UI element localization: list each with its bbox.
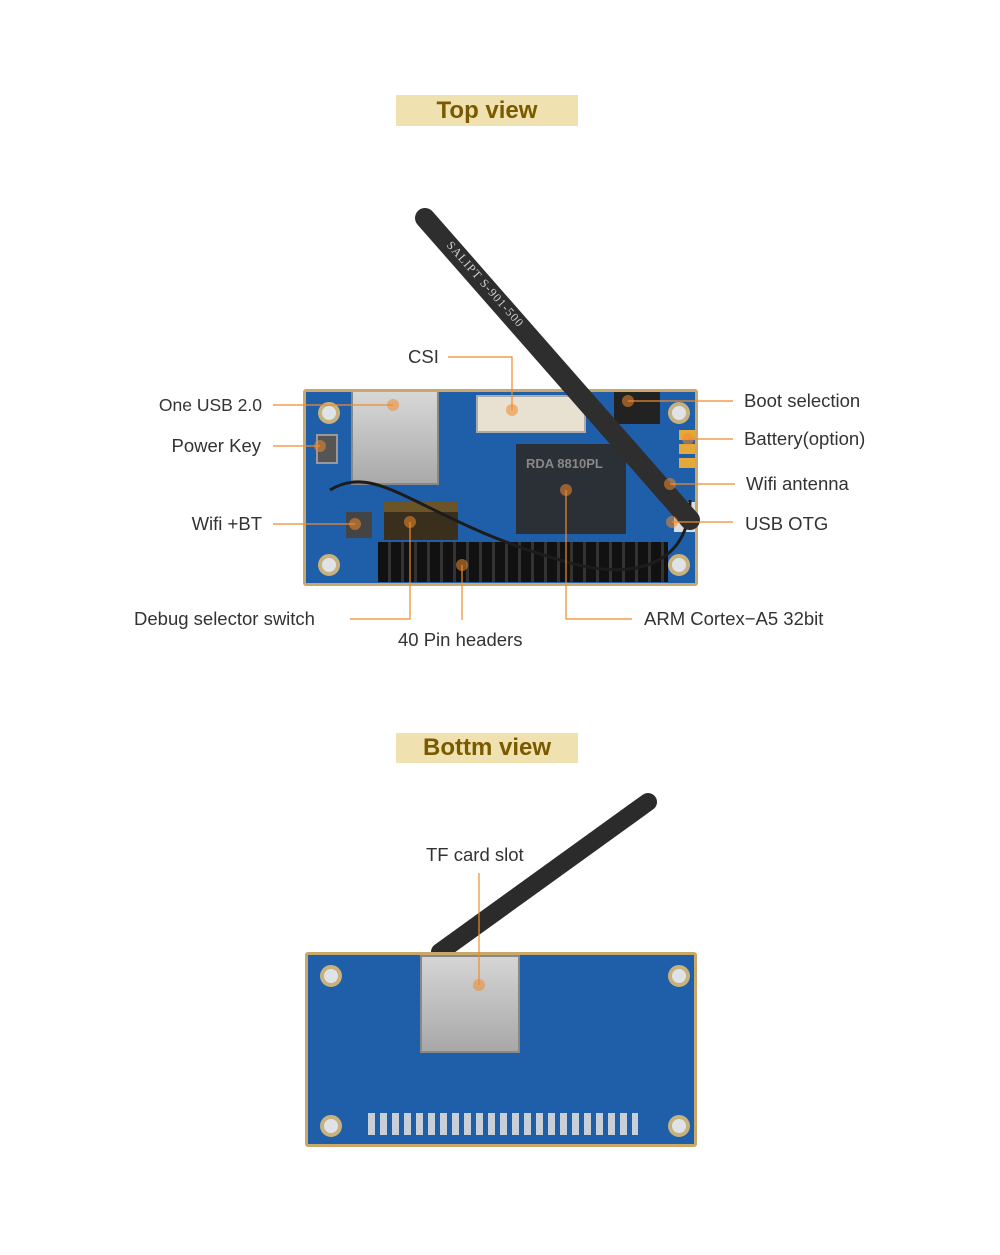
label-wifi-bt: Wifi +BT — [191, 513, 262, 534]
bottom-antenna — [431, 793, 657, 961]
label-usb-otg: USB OTG — [745, 513, 829, 534]
csi-connector — [476, 395, 586, 433]
top-view-title: Top view — [396, 95, 578, 126]
label-battery: Battery(option) — [744, 428, 866, 449]
dip-switch — [384, 502, 458, 540]
label-boot: Boot selection — [744, 390, 861, 411]
antenna-cable — [329, 208, 700, 572]
callout-lines — [273, 356, 735, 620]
bottom-board-image — [305, 952, 697, 1147]
boot-jumpers — [614, 392, 660, 424]
pin-row — [368, 1113, 638, 1135]
bottom-view-title: Bottm view — [396, 733, 578, 763]
cpu-chip: RDA 8810PL — [516, 444, 626, 534]
callout-dots — [314, 395, 694, 571]
label-debug-switch: Debug selector switch — [134, 608, 315, 629]
tf-card-slot — [420, 955, 520, 1053]
label-tf-card: TF card slot — [426, 844, 524, 865]
label-pin-headers: 40 Pin headers — [398, 629, 523, 650]
label-csi: CSI — [408, 346, 439, 367]
label-wifi-antenna: Wifi antenna — [746, 473, 849, 494]
label-usb: One USB 2.0 — [158, 395, 262, 415]
top-board-image: RDA 8810PL — [303, 389, 698, 586]
label-power-key: Power Key — [171, 435, 261, 456]
label-cpu: ARM Cortex−A5 32bit — [644, 608, 824, 629]
